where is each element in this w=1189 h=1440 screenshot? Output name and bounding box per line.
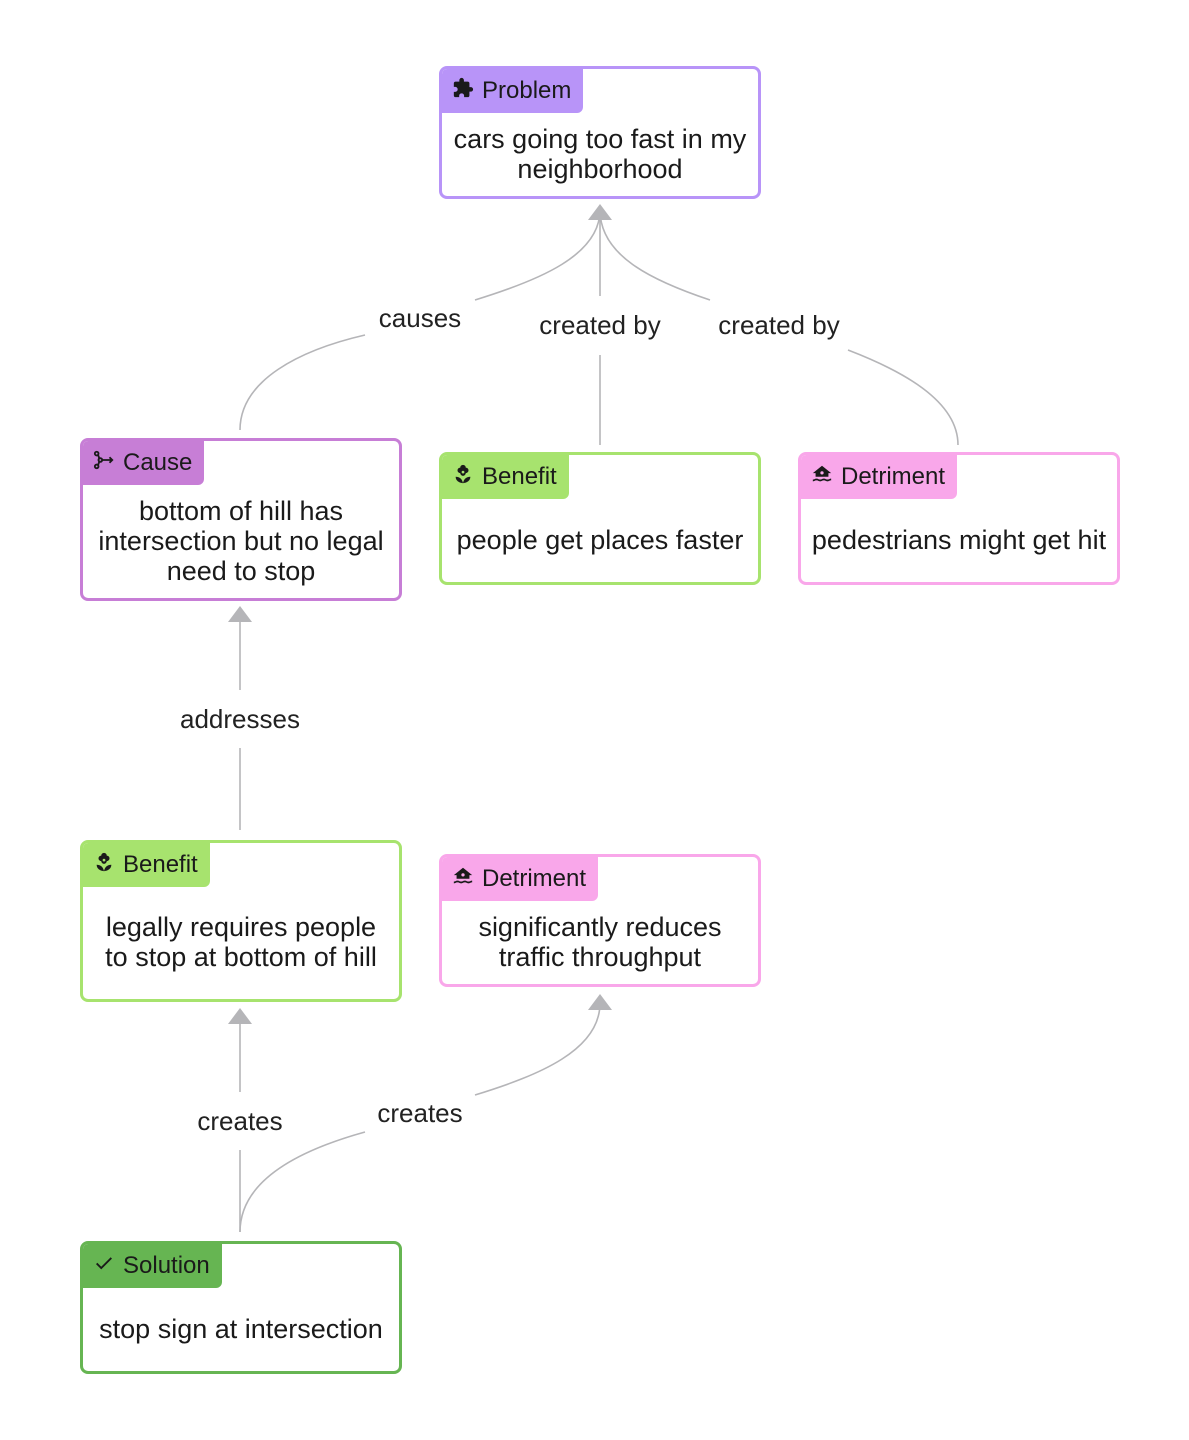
benefit-tag-2: Benefit: [83, 843, 210, 887]
detriment-node-2[interactable]: Detriment significantly reduces traffic …: [439, 854, 761, 987]
detriment-type-label-1: Detriment: [841, 463, 946, 490]
benefit-node-2[interactable]: Benefit legally requires people to stop …: [80, 840, 402, 1002]
detriment-text-1: pedestrians might get hit: [811, 524, 1107, 555]
detriment-text-2: significantly reduces traffic throughput: [478, 911, 722, 972]
benefit-text-2: legally requires people to stop at botto…: [105, 912, 377, 972]
edge-label-addresses: addresses: [174, 702, 306, 736]
benefit-node-1[interactable]: Benefit people get places faster: [439, 452, 761, 585]
solution-type-label: Solution: [123, 1252, 210, 1279]
edge-label-created-by-2: created by: [712, 308, 846, 342]
problem-text: cars going too fast in my neighborhood: [453, 123, 747, 184]
flood-icon: [452, 865, 474, 894]
arrowhead-benefit2: [228, 1008, 252, 1024]
problem-type-label: Problem: [482, 77, 572, 104]
detriment-node-1[interactable]: Detriment pedestrians might get hit: [798, 452, 1120, 585]
arrowhead-cause: [228, 606, 252, 622]
benefit-text-1: people get places faster: [456, 524, 744, 555]
solution-node[interactable]: Solution stop sign at intersection: [80, 1241, 402, 1374]
detriment-type-label-2: Detriment: [482, 865, 587, 892]
flower-icon: [93, 851, 115, 880]
cause-text: bottom of hill has intersection but no l…: [98, 495, 384, 586]
flood-icon: [811, 463, 833, 492]
arrowhead-problem: [588, 204, 612, 220]
edge-detriment1-problem: [599, 209, 959, 446]
problem-tag: Problem: [442, 69, 584, 113]
cause-tag: Cause: [83, 441, 205, 485]
check-icon: [93, 1252, 115, 1281]
benefit-type-label-2: Benefit: [123, 851, 198, 878]
cause-node[interactable]: Cause bottom of hill has intersection bu…: [80, 438, 402, 601]
benefit-type-label-1: Benefit: [482, 463, 557, 490]
edge-label-creates-2: creates: [371, 1096, 469, 1130]
edge-label-causes: causes: [372, 301, 468, 335]
edge-label-creates-1: creates: [191, 1104, 289, 1138]
branch-icon: [93, 449, 115, 478]
detriment-tag-2: Detriment: [442, 857, 599, 901]
detriment-tag-1: Detriment: [801, 455, 958, 499]
arrowhead-detriment2: [588, 994, 612, 1010]
cause-type-label: Cause: [123, 449, 193, 476]
problem-node[interactable]: Problem cars going too fast in my neighb…: [439, 66, 761, 199]
edge-solution-detriment2: [239, 1002, 601, 1233]
edge-label-created-by-1: created by: [533, 308, 667, 342]
solution-text: stop sign at intersection: [99, 1313, 383, 1344]
benefit-tag-1: Benefit: [442, 455, 569, 499]
flower-icon: [452, 463, 474, 492]
puzzle-icon: [452, 77, 474, 106]
edge-cause-problem: [239, 209, 601, 431]
solution-tag: Solution: [83, 1244, 222, 1288]
